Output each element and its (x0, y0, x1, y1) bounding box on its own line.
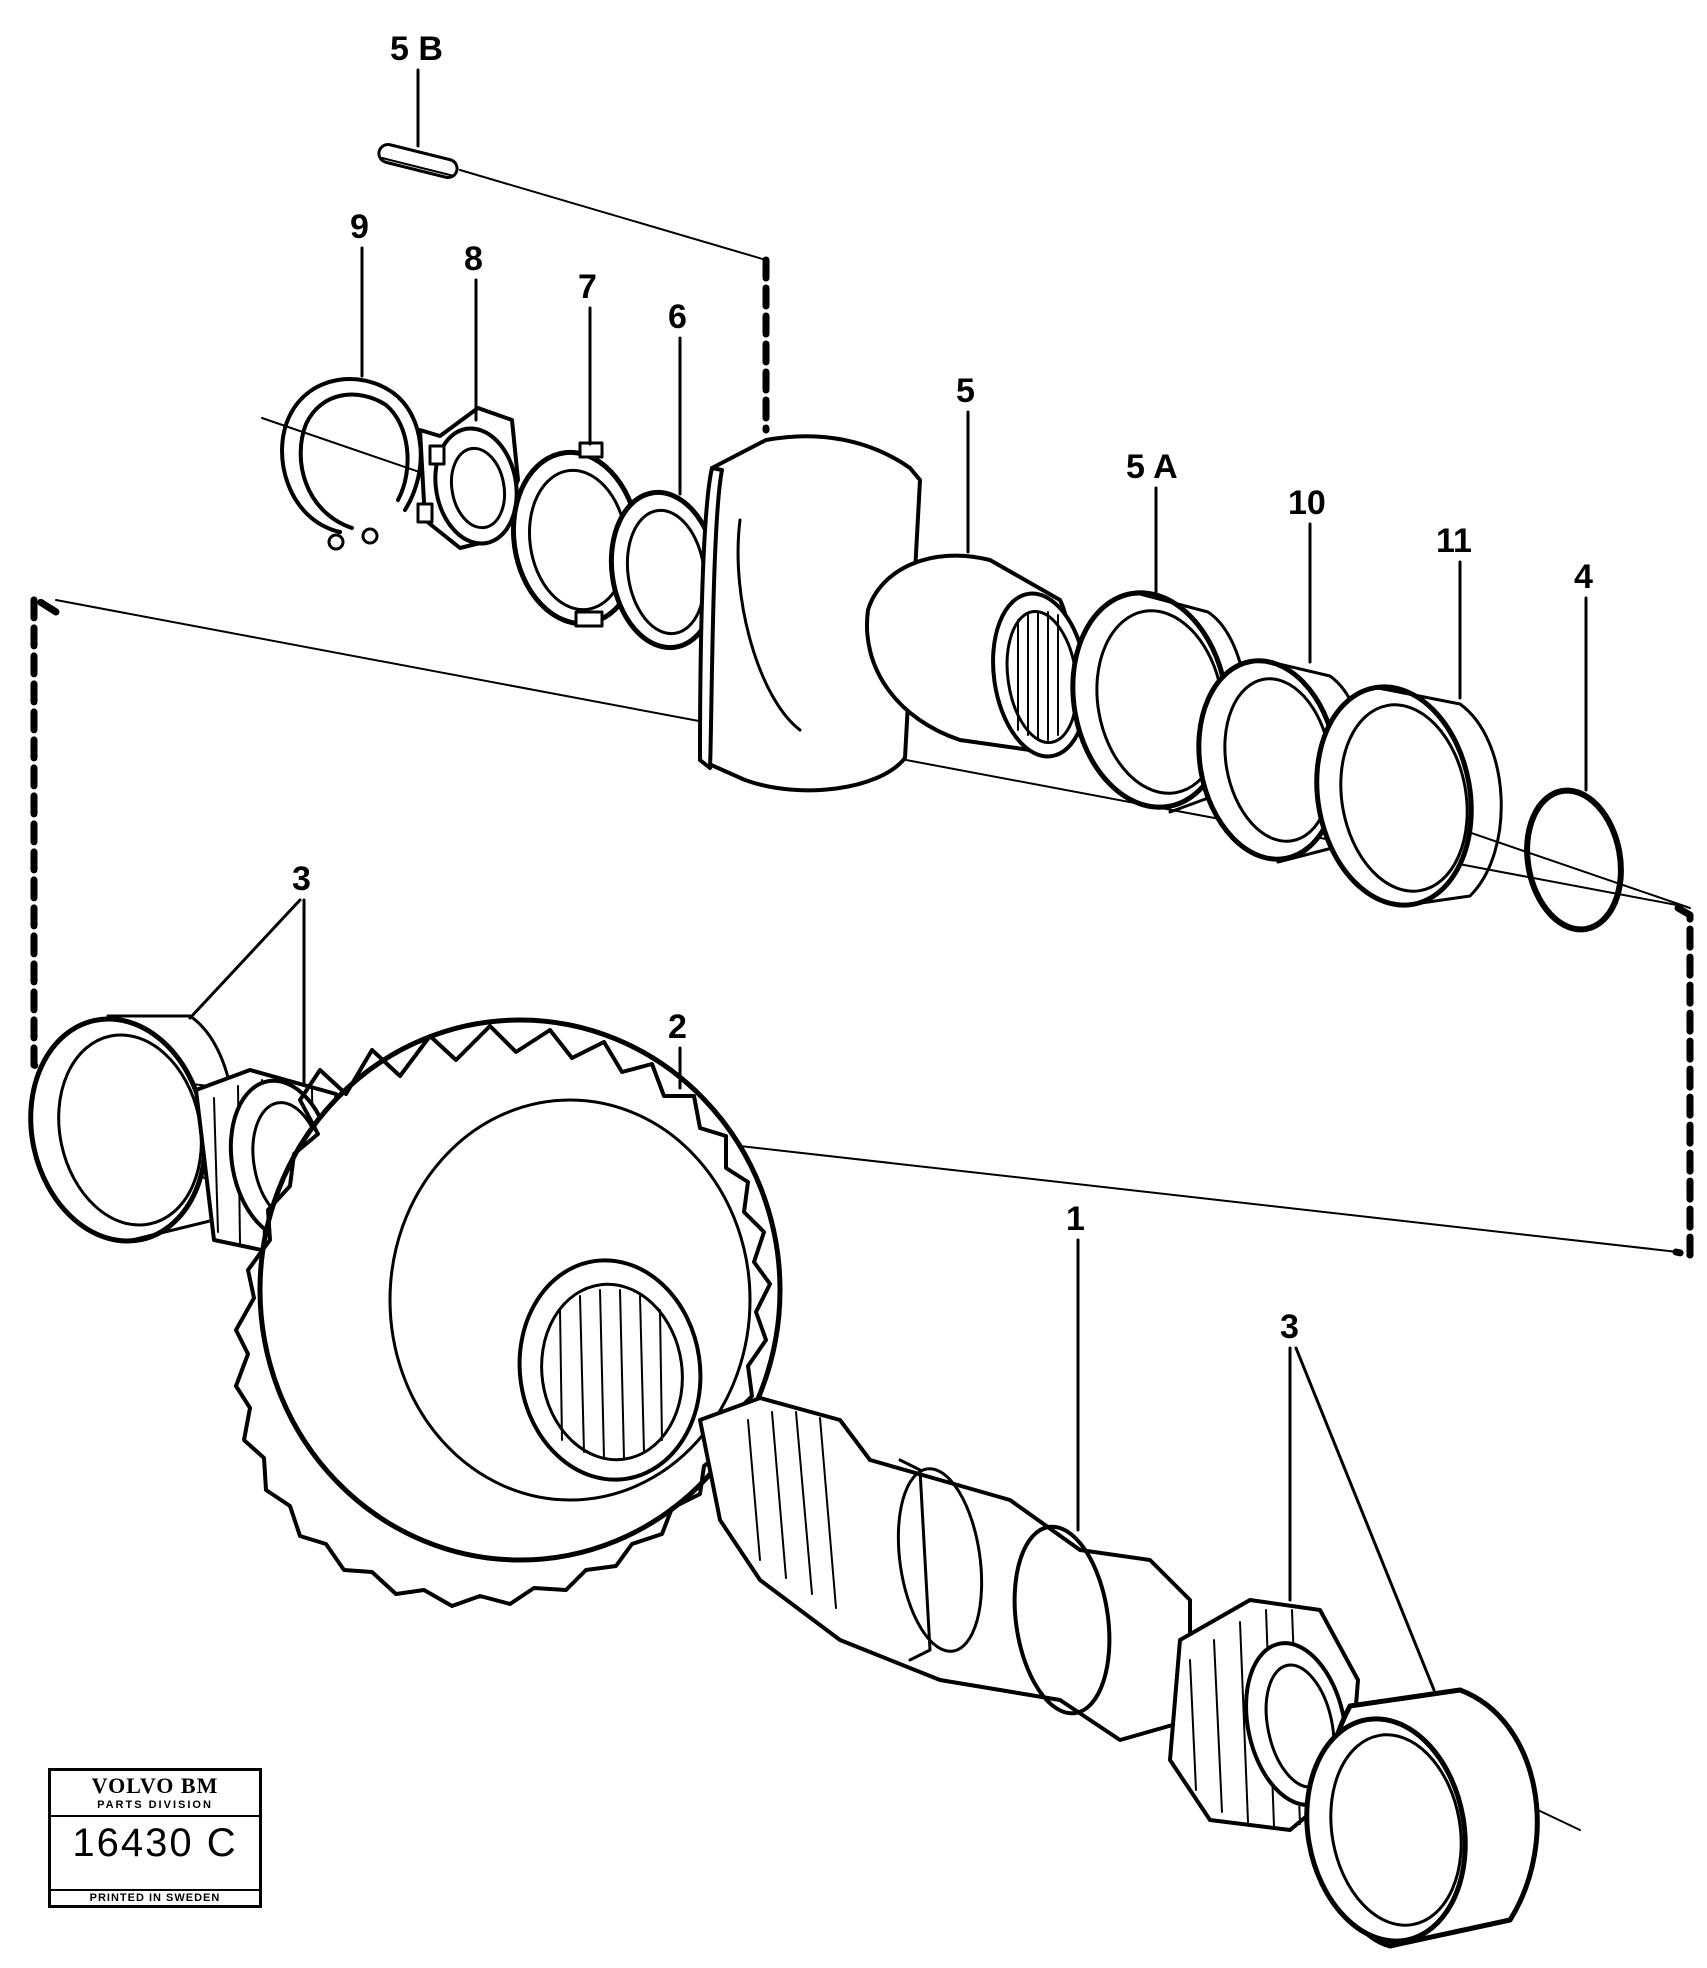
housing-splines (1017, 611, 1059, 741)
roll-pin-part (377, 143, 459, 179)
printed-note: PRINTED IN SWEDEN (89, 1892, 221, 1904)
bearing-cup-right-part (1304, 1687, 1540, 1949)
callout-3-right: 3 (1280, 1308, 1299, 1346)
slotted-nut-part (416, 406, 520, 550)
callout-5b: 5 B (390, 30, 443, 68)
callout-9: 9 (350, 208, 369, 246)
drawing-number: 16430 C (72, 1821, 238, 1865)
shaft-splines (747, 1411, 837, 1609)
gear-teeth (234, 1024, 772, 1608)
brand-name: VOLVO BM (91, 1773, 219, 1798)
callout-3-left: 3 (292, 860, 311, 898)
title-block-divider (51, 1815, 259, 1817)
callout-5a: 5 A (1126, 448, 1178, 486)
gear-hub-splines (559, 1289, 663, 1459)
helical-gear-part (234, 1017, 783, 1608)
circlip-part (280, 377, 423, 551)
callout-1: 1 (1066, 1200, 1085, 1238)
callout-2: 2 (668, 1008, 687, 1046)
pinion-shaft-part (698, 1396, 1192, 1742)
callout-5: 5 (956, 372, 975, 410)
callout-10: 10 (1288, 484, 1326, 522)
callout-4: 4 (1574, 558, 1593, 596)
callout-11: 11 (1436, 522, 1472, 560)
title-block: VOLVO BM PARTS DIVISION 16430 C PRINTED … (48, 1768, 262, 1908)
callout-8: 8 (464, 240, 483, 278)
callout-6: 6 (668, 298, 687, 336)
leader-lines (188, 68, 1588, 1692)
callout-labels: 5 B 9 8 7 6 5 5 A 10 11 4 3 2 1 3 (292, 30, 1593, 1346)
title-block-divider (51, 1889, 259, 1891)
flange-housing-part (698, 434, 1089, 793)
callout-7: 7 (578, 268, 597, 306)
bearing-housing-11-part (1314, 684, 1503, 908)
lock-washer-part (510, 441, 642, 628)
division-name: PARTS DIVISION (97, 1799, 213, 1811)
snap-ring-4-part (1524, 787, 1624, 933)
bearing-cone-10-part (1196, 658, 1366, 864)
